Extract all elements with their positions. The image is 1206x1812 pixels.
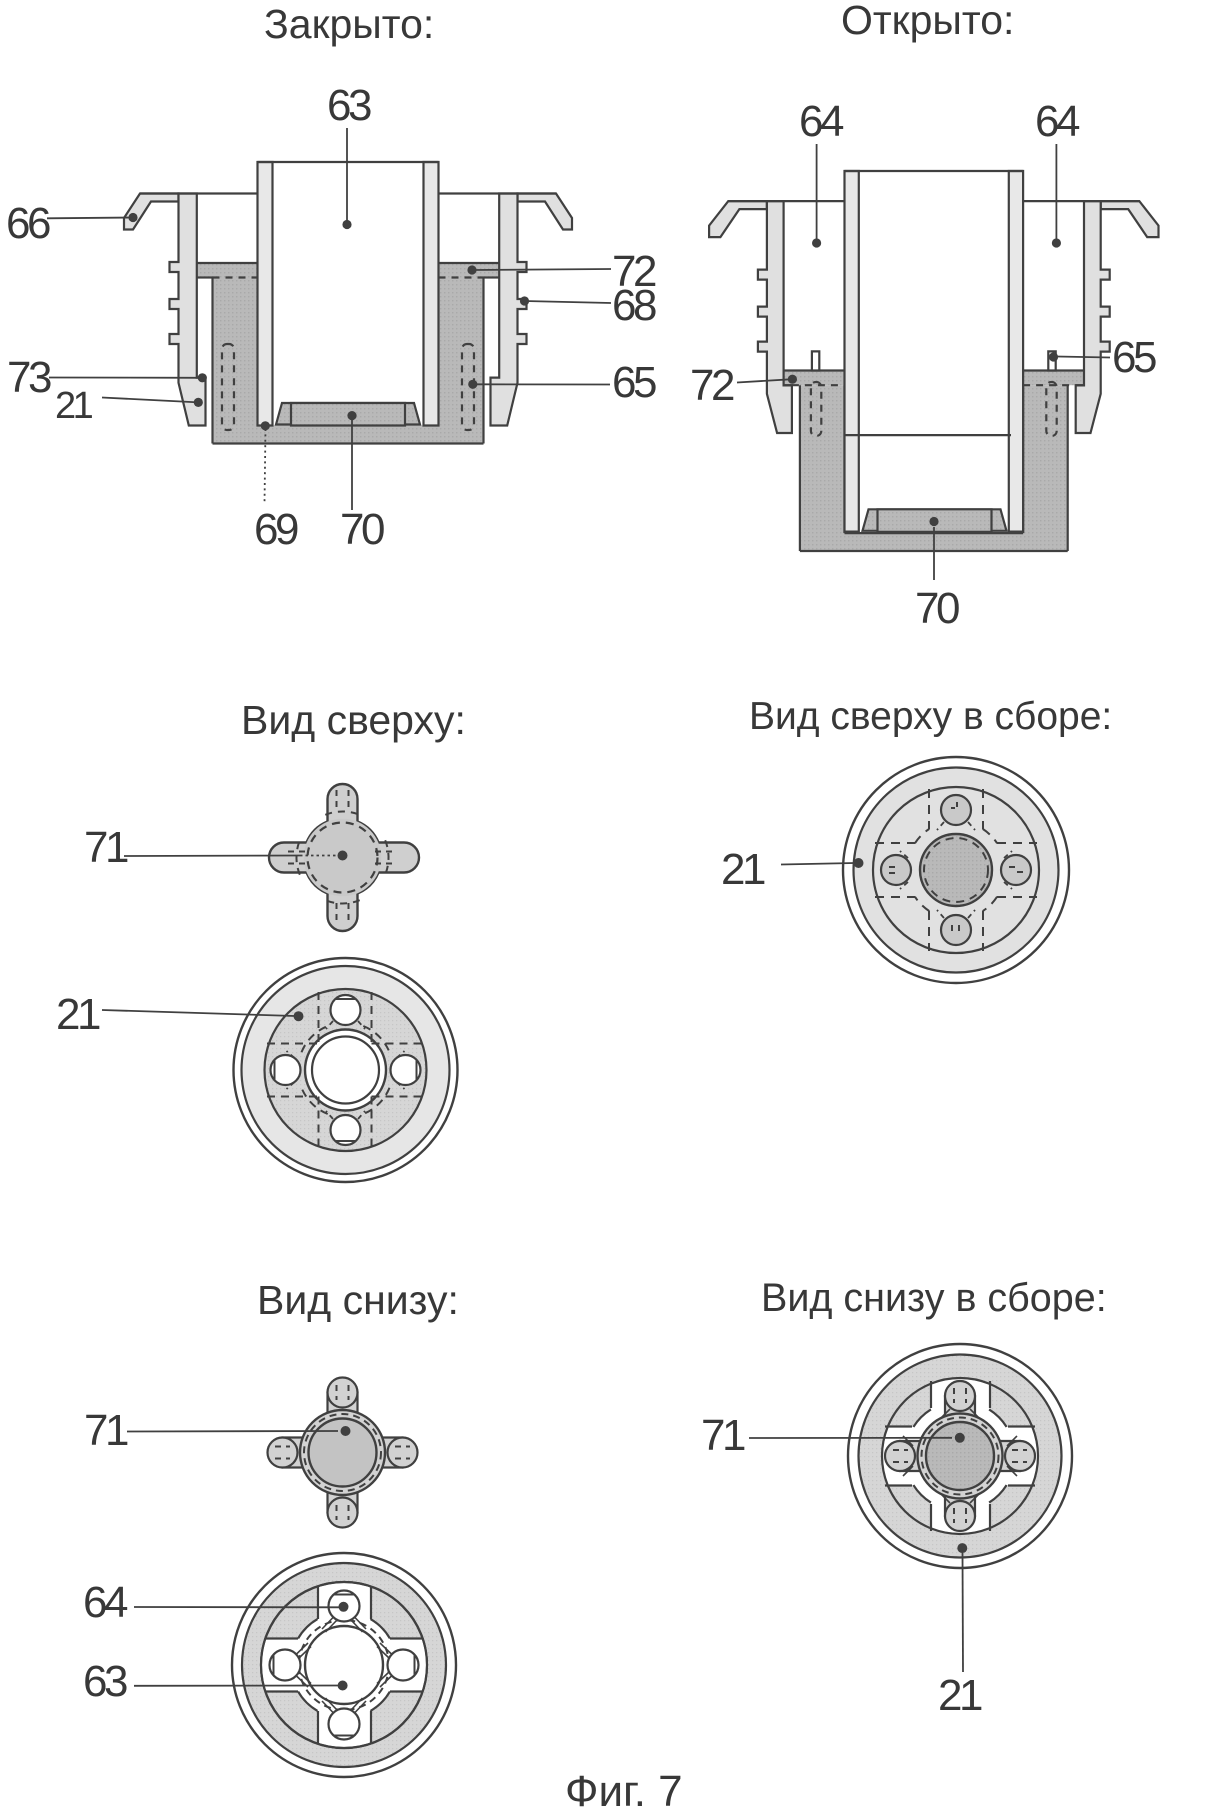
- svg-text:Закрыто:: Закрыто:: [264, 1, 434, 47]
- svg-text:65: 65: [1112, 333, 1156, 382]
- svg-text:21: 21: [721, 845, 765, 894]
- svg-text:21: 21: [56, 990, 100, 1039]
- svg-text:66: 66: [6, 199, 50, 248]
- svg-text:64: 64: [799, 97, 844, 146]
- svg-text:Вид снизу:: Вид снизу:: [257, 1277, 459, 1323]
- svg-text:69: 69: [254, 505, 298, 554]
- svg-text:64: 64: [83, 1578, 128, 1627]
- svg-text:21: 21: [938, 1671, 982, 1720]
- svg-text:71: 71: [84, 1406, 128, 1455]
- svg-text:71: 71: [701, 1411, 745, 1460]
- svg-text:63: 63: [327, 81, 371, 130]
- svg-text:Вид снизу в сборе:: Вид снизу в сборе:: [761, 1276, 1107, 1320]
- svg-text:72: 72: [612, 247, 656, 296]
- svg-text:64: 64: [1035, 97, 1080, 146]
- svg-text:71: 71: [84, 823, 128, 872]
- svg-text:70: 70: [915, 584, 959, 633]
- svg-text:70: 70: [340, 505, 384, 554]
- svg-text:Фиг. 7: Фиг. 7: [565, 1767, 683, 1812]
- svg-text:Открыто:: Открыто:: [841, 0, 1014, 43]
- svg-text:72: 72: [690, 361, 734, 410]
- svg-text:Вид сверху:: Вид сверху:: [241, 697, 466, 743]
- svg-text:21: 21: [55, 385, 93, 427]
- svg-text:73: 73: [7, 353, 51, 402]
- svg-text:65: 65: [612, 358, 656, 407]
- svg-text:Вид сверху в сборе:: Вид сверху в сборе:: [749, 695, 1112, 738]
- svg-text:63: 63: [83, 1657, 127, 1706]
- svg-text:68: 68: [612, 281, 656, 330]
